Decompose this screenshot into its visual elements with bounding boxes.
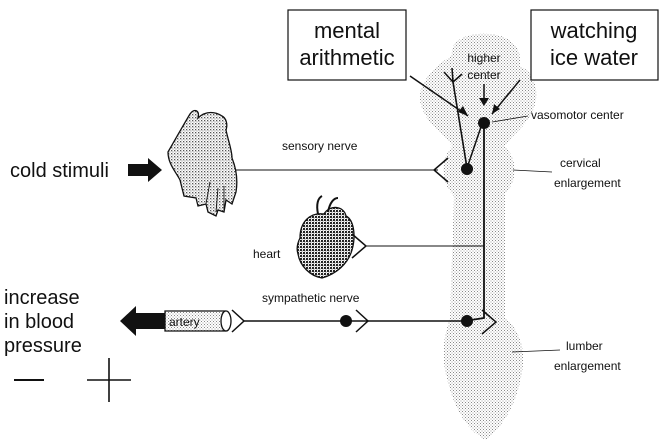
mental-arithmetic-box: mental arithmetic — [288, 10, 406, 80]
sensory-nerve-label: sensory nerve — [282, 139, 358, 153]
artery-label: artery — [169, 315, 200, 329]
heart-icon — [297, 196, 354, 278]
sympathetic-nerve-label: sympathetic nerve — [262, 291, 360, 305]
cold-stimuli-arrow — [128, 158, 162, 182]
higher-center-label: higher — [467, 51, 500, 65]
result-label-line: in blood — [4, 311, 74, 333]
higher-center-label: center — [467, 68, 500, 82]
box-label-line: ice water — [550, 45, 638, 70]
box-label-line: arithmetic — [299, 45, 394, 70]
result-label-line: pressure — [4, 335, 82, 357]
synapse-chevron — [232, 310, 244, 332]
sensory-synapse-dot — [461, 163, 473, 175]
vasomotor-center-label: vasomotor center — [531, 108, 624, 122]
box-label-line: watching — [550, 18, 638, 43]
box-label-line: mental — [314, 18, 380, 43]
hand-icon — [168, 111, 237, 216]
ganglion-dot — [340, 315, 352, 327]
cervical-enlargement-label: enlargement — [554, 176, 621, 190]
lumber-enlargement-label: enlargement — [554, 359, 621, 373]
result-label-line: increase — [4, 287, 80, 309]
watching-ice-water-box: watching ice water — [531, 10, 658, 80]
heart-label: heart — [253, 247, 281, 261]
lumber-enlargement-label: lumber — [566, 339, 603, 353]
cervical-enlargement-label: cervical — [560, 156, 601, 170]
plus-symbol — [87, 358, 131, 402]
cold-stimuli-label: cold stimuli — [10, 160, 109, 182]
leader-line — [513, 170, 552, 172]
blood-pressure-arrow — [120, 306, 165, 336]
